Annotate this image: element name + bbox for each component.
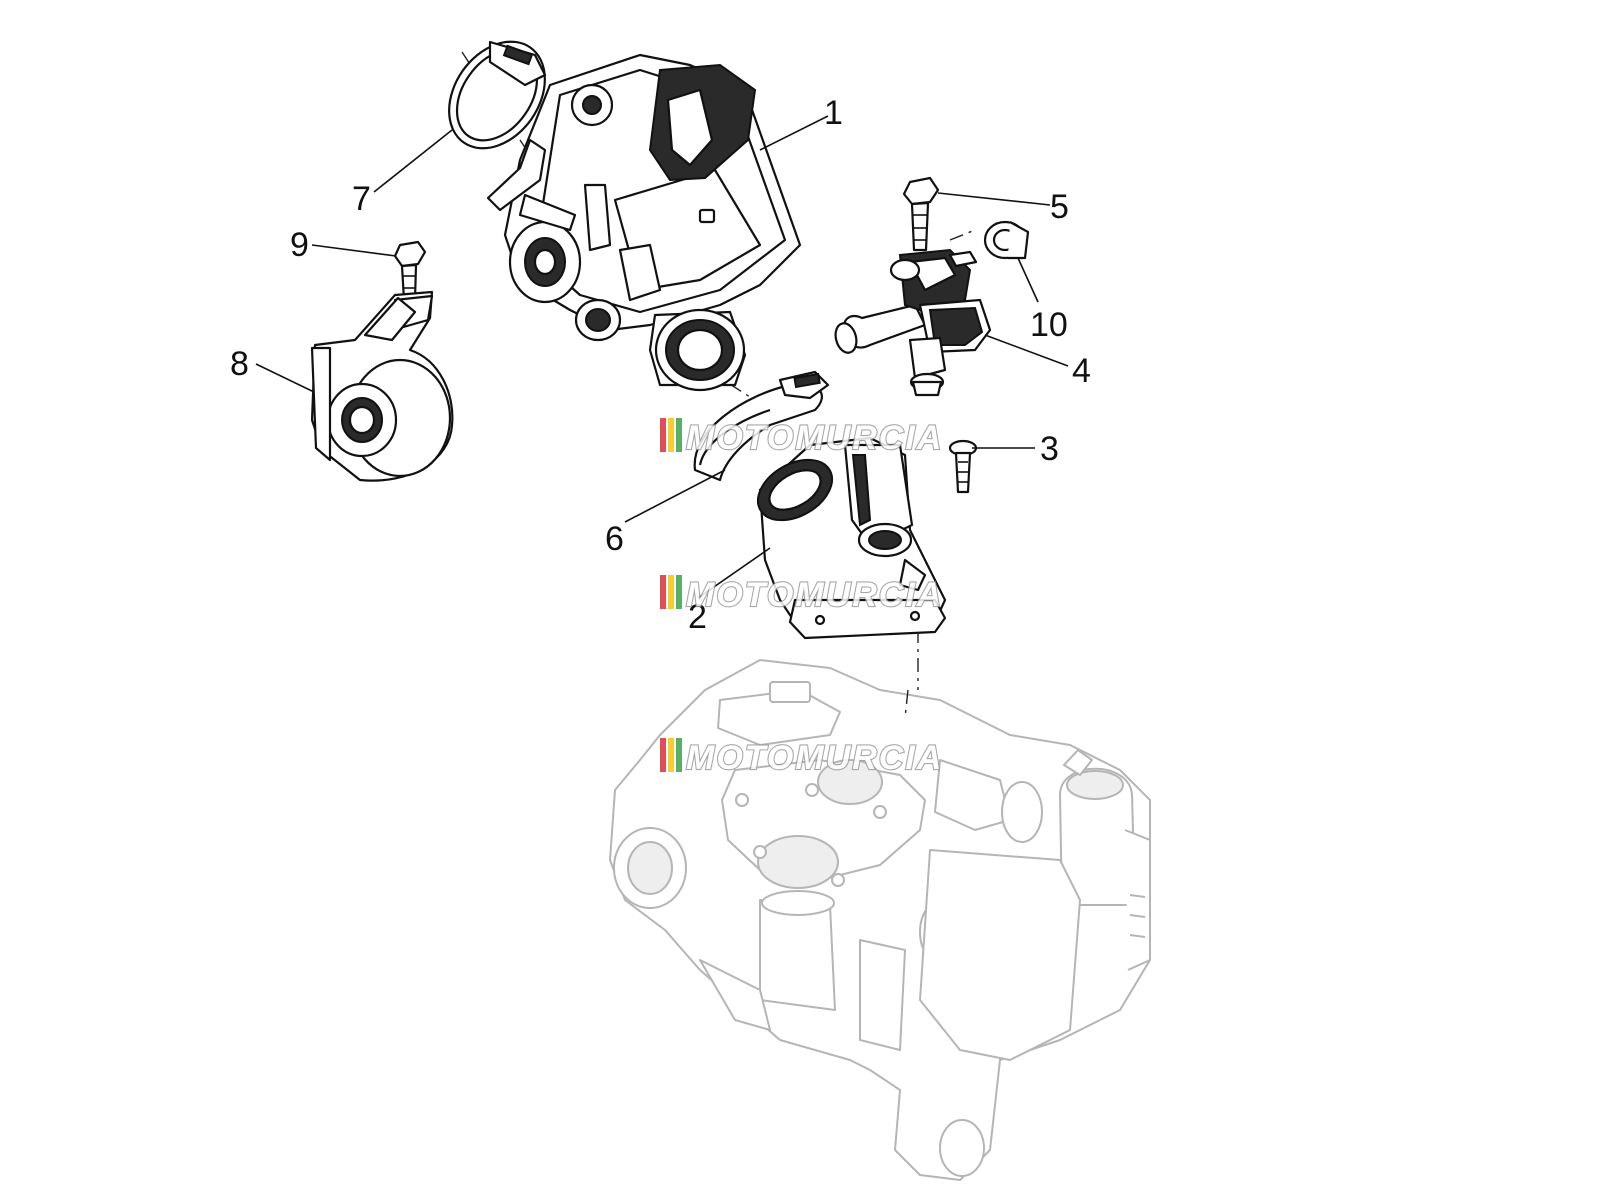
callout-leader-lines (255, 115, 1069, 599)
bolt-bracket (393, 240, 427, 302)
callout-1: 1 (824, 94, 843, 132)
leader-2 (697, 547, 771, 599)
watermark-middle: MOTOMURCIA (660, 575, 943, 615)
callout-7: 7 (352, 180, 371, 218)
leader-1 (759, 115, 829, 151)
fuel-injector (834, 248, 992, 397)
throttle-body (486, 53, 802, 392)
rubber-grommet (983, 220, 1030, 260)
watermark-text: MOTOMURCIA (686, 419, 943, 457)
hose-clamp-upper (448, 40, 547, 150)
callout-4: 4 (1072, 352, 1091, 390)
hose-clamp-lower (693, 370, 830, 482)
leader-6 (624, 469, 726, 523)
callout-6: 6 (605, 520, 624, 558)
leader-7 (373, 129, 453, 193)
watermark-bottom: MOTOMURCIA (660, 738, 943, 778)
engine-cylinder-head-outline (609, 659, 1151, 1181)
watermark-text: MOTOMURCIA (686, 739, 943, 777)
callout-10: 10 (1030, 306, 1068, 344)
callout-9: 9 (290, 226, 309, 264)
leader-4 (984, 334, 1069, 367)
callout-5: 5 (1050, 188, 1069, 226)
callout-8: 8 (230, 345, 249, 383)
callout-2: 2 (688, 598, 707, 636)
callout-labels: 1 2 3 4 5 6 7 8 9 10 (230, 94, 1091, 636)
leader-5 (937, 192, 1051, 206)
leader-9 (311, 244, 397, 257)
throttle-actuator-cover (310, 290, 454, 482)
intake-manifold (757, 436, 947, 640)
leader-8 (255, 363, 315, 393)
bolt-injector (902, 176, 940, 252)
leader-10 (1017, 257, 1039, 303)
watermark-top: MOTOMURCIA (660, 418, 943, 458)
screw-manifold (948, 439, 978, 494)
watermark-text: MOTOMURCIA (686, 576, 943, 614)
callout-3: 3 (1040, 430, 1059, 468)
